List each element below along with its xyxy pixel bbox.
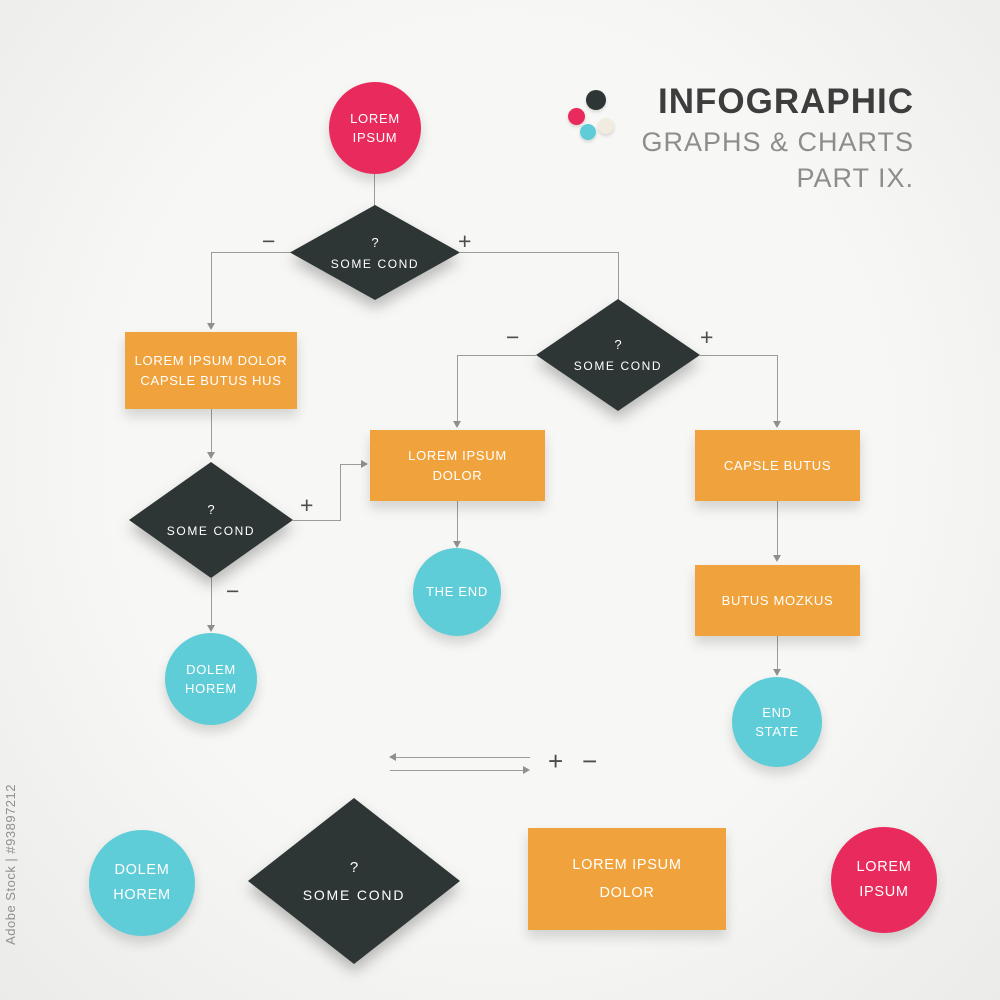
arrowhead-right-icon xyxy=(361,460,368,468)
connector-d1-left-v xyxy=(211,252,212,325)
start-node-label: LOREM IPSUM xyxy=(350,110,400,146)
connector-d2-right-h1 xyxy=(293,520,341,521)
connector-d1-left-h xyxy=(211,252,291,253)
arrowhead-right-icon xyxy=(523,766,530,774)
process-node-1-label: LOREM IPSUM DOLOR CAPSLE BUTUS HUS xyxy=(134,353,288,388)
decision-2-plus: + xyxy=(300,492,314,518)
connector-d3-left-h xyxy=(457,355,536,356)
sample-circle-teal-label: DOLEM HOREM xyxy=(113,862,171,903)
decision-1-minus: − xyxy=(262,228,276,254)
process-node-3-label: CAPSLE BUTUS xyxy=(723,457,832,473)
arrowhead-down-icon xyxy=(207,452,215,459)
end-node-end-state: END STATE xyxy=(732,677,822,767)
decision-3-plus: + xyxy=(700,324,714,350)
legend-plus: + xyxy=(548,746,564,776)
arrowhead-down-icon xyxy=(207,323,215,330)
decision-node-1-shape: ? SOME COND xyxy=(290,205,460,300)
header: INFOGRAPHIC GRAPHS & CHARTS PART IX. xyxy=(641,84,914,192)
process-node-2: LOREM IPSUM DOLOR xyxy=(370,430,545,501)
question-mark: ? xyxy=(614,337,622,352)
sample-circle-teal: DOLEM HOREM xyxy=(89,830,195,936)
process-node-1: LOREM IPSUM DOLOR CAPSLE BUTUS HUS xyxy=(125,332,297,409)
connector-d3-left-v xyxy=(457,355,458,423)
question-mark: ? xyxy=(349,859,359,876)
connector-d2-right-v xyxy=(340,464,341,521)
start-node: LOREM IPSUM xyxy=(329,82,421,174)
end-node-dolem-horem: DOLEM HOREM xyxy=(165,633,257,725)
end-node-label: END STATE xyxy=(755,704,799,740)
watermark: Adobe Stock | #93897212 xyxy=(3,784,18,945)
legend-line-left xyxy=(396,757,530,758)
arrowhead-down-icon xyxy=(773,555,781,562)
decision-label: SOME COND xyxy=(302,887,406,903)
sample-process-label: LOREM IPSUM DOLOR xyxy=(572,856,682,901)
process-node-4-label: BUTUS MOZKUS xyxy=(721,592,834,608)
page-title: INFOGRAPHIC xyxy=(658,82,914,121)
sample-circle-pink-label: LOREM IPSUM xyxy=(856,859,912,900)
logo-dot-teal xyxy=(580,124,596,140)
decision-node-1: ? SOME COND xyxy=(290,205,460,300)
connector-start-d1 xyxy=(374,174,375,206)
decision-label: SOME COND xyxy=(573,359,663,373)
end-node-label: THE END xyxy=(426,584,488,600)
arrowhead-down-icon xyxy=(453,421,461,428)
question-mark: ? xyxy=(207,502,215,517)
logo-dot-cream xyxy=(598,118,614,134)
decision-node-2: ? SOME COND xyxy=(129,462,293,578)
end-node-label: DOLEM HOREM xyxy=(185,661,237,697)
legend-minus: − xyxy=(582,746,598,776)
arrowhead-left-icon xyxy=(389,753,396,761)
connector-p4-end3 xyxy=(777,636,778,671)
end-node-the-end: THE END xyxy=(413,548,501,636)
decision-1-plus: + xyxy=(458,228,472,254)
connector-p3-p4 xyxy=(777,501,778,557)
sample-process-node: LOREM IPSUM DOLOR xyxy=(528,828,726,930)
decision-node-3: ? SOME COND xyxy=(536,299,700,411)
arrowhead-down-icon xyxy=(773,421,781,428)
process-node-2-label: LOREM IPSUM DOLOR xyxy=(408,448,507,483)
decision-label: SOME COND xyxy=(166,524,256,538)
process-node-4: BUTUS MOZKUS xyxy=(695,565,860,636)
question-mark: ? xyxy=(371,234,379,250)
arrowhead-down-icon xyxy=(773,669,781,676)
connector-d2-bottom xyxy=(211,578,212,627)
connector-d3-right-h xyxy=(700,355,777,356)
connector-d3-right-v xyxy=(777,355,778,423)
connector-d1-right-h xyxy=(460,252,618,253)
sample-decision-node: ? SOME COND xyxy=(248,798,460,964)
connector-d1-right-v xyxy=(618,252,619,300)
decision-2-minus: − xyxy=(226,578,240,604)
decision-node-2-shape: ? SOME COND xyxy=(129,462,293,578)
logo-dot-dark xyxy=(586,90,606,110)
sample-decision-shape: ? SOME COND xyxy=(248,798,460,964)
connector-p1-d2 xyxy=(211,409,212,454)
page-subtitle: GRAPHS & CHARTS xyxy=(641,127,914,157)
sample-circle-pink: LOREM IPSUM xyxy=(831,827,937,933)
arrowhead-down-icon xyxy=(207,625,215,632)
legend-line-right xyxy=(390,770,524,771)
decision-3-minus: − xyxy=(506,324,520,350)
decision-node-3-shape: ? SOME COND xyxy=(536,299,700,411)
process-node-3: CAPSLE BUTUS xyxy=(695,430,860,501)
arrowhead-down-icon xyxy=(453,541,461,548)
decision-label: SOME COND xyxy=(330,256,420,271)
connector-d2-right-h2 xyxy=(340,464,363,465)
part-label: PART IX. xyxy=(796,163,914,193)
logo-dot-pink xyxy=(568,108,585,125)
connector-p2-end2 xyxy=(457,501,458,543)
